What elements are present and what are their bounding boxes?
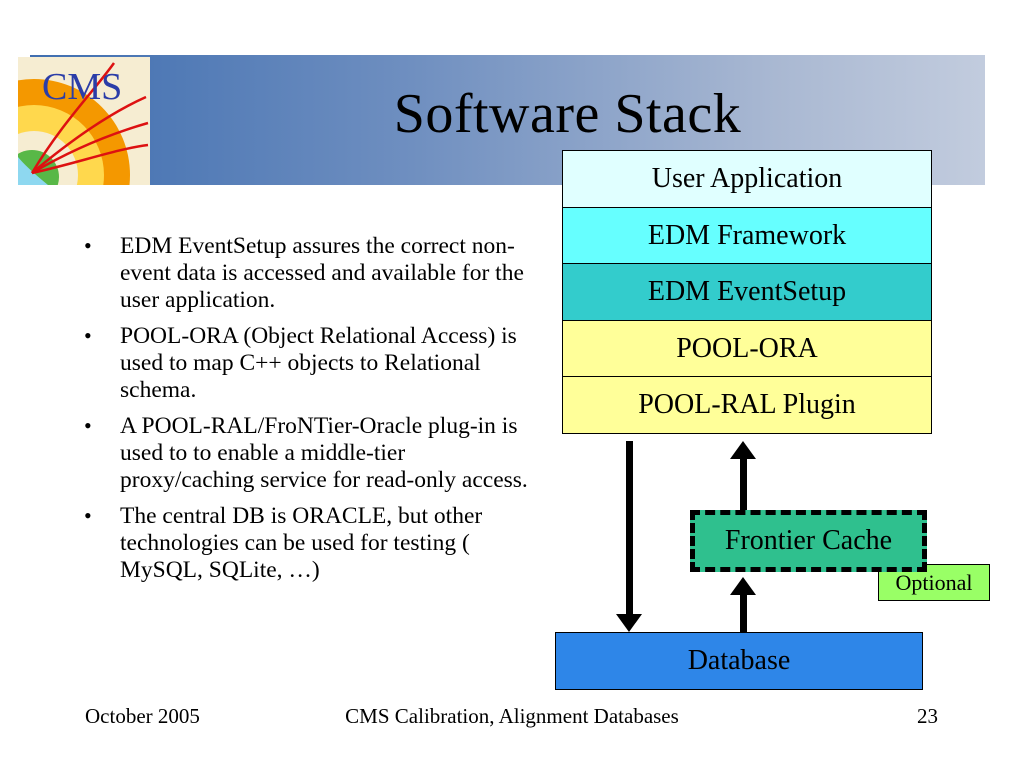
bullet-text: POOL-ORA (Object Relational Access) is u… (120, 323, 517, 403)
arrow-shaft (625, 441, 633, 614)
stack-box-edm-eventsetup: EDM EventSetup (562, 263, 932, 321)
bullet-icon: • (84, 233, 92, 258)
frontier-cache-box: Frontier Cache (690, 510, 927, 572)
page-title: Software Stack (393, 83, 742, 145)
bullet-icon: • (84, 503, 92, 528)
stack-box-edm-framework: EDM Framework (562, 206, 932, 265)
stack-box-pool-ral-plugin: POOL-RAL Plugin (562, 376, 932, 434)
arrow-shaft (739, 459, 747, 511)
cms-logo-art: CMS (0, 57, 150, 271)
arrow-head-down-icon (616, 614, 642, 632)
software-stack: User Application EDM Framework EDM Event… (562, 150, 932, 434)
arrow-head-up-icon (730, 441, 756, 459)
arrow-shaft (739, 595, 747, 633)
cms-logo-text: CMS (42, 66, 122, 108)
arrow-head-up-icon (730, 577, 756, 595)
footer-date: October 2005 (85, 704, 200, 728)
list-item: • EDM EventSetup assures the correct non… (72, 233, 532, 314)
stack-box-pool-ora: POOL-ORA (562, 319, 932, 378)
list-item: • The central DB is ORACLE, but other te… (72, 503, 532, 584)
stack-box-user-application: User Application (562, 150, 932, 208)
arrow-frontier-to-stack-icon (729, 441, 757, 511)
bullet-text: A POOL-RAL/FroNTier-Oracle plug-in is us… (120, 413, 528, 493)
list-item: • A POOL-RAL/FroNTier-Oracle plug-in is … (72, 413, 532, 494)
footer-page-number: 23 (917, 704, 938, 728)
arrow-database-to-frontier-icon (729, 577, 757, 633)
bullet-icon: • (84, 413, 92, 438)
bullet-text: EDM EventSetup assures the correct non-e… (120, 233, 524, 313)
bullet-icon: • (84, 323, 92, 348)
bullet-text: The central DB is ORACLE, but other tech… (120, 503, 483, 583)
cms-logo: CMS (0, 57, 150, 271)
footer-title: CMS Calibration, Alignment Databases (345, 704, 679, 728)
list-item: • POOL-ORA (Object Relational Access) is… (72, 323, 532, 404)
database-box: Database (555, 632, 923, 690)
arrow-stack-to-database-icon (615, 441, 643, 632)
bullet-list: • EDM EventSetup assures the correct non… (72, 233, 532, 593)
